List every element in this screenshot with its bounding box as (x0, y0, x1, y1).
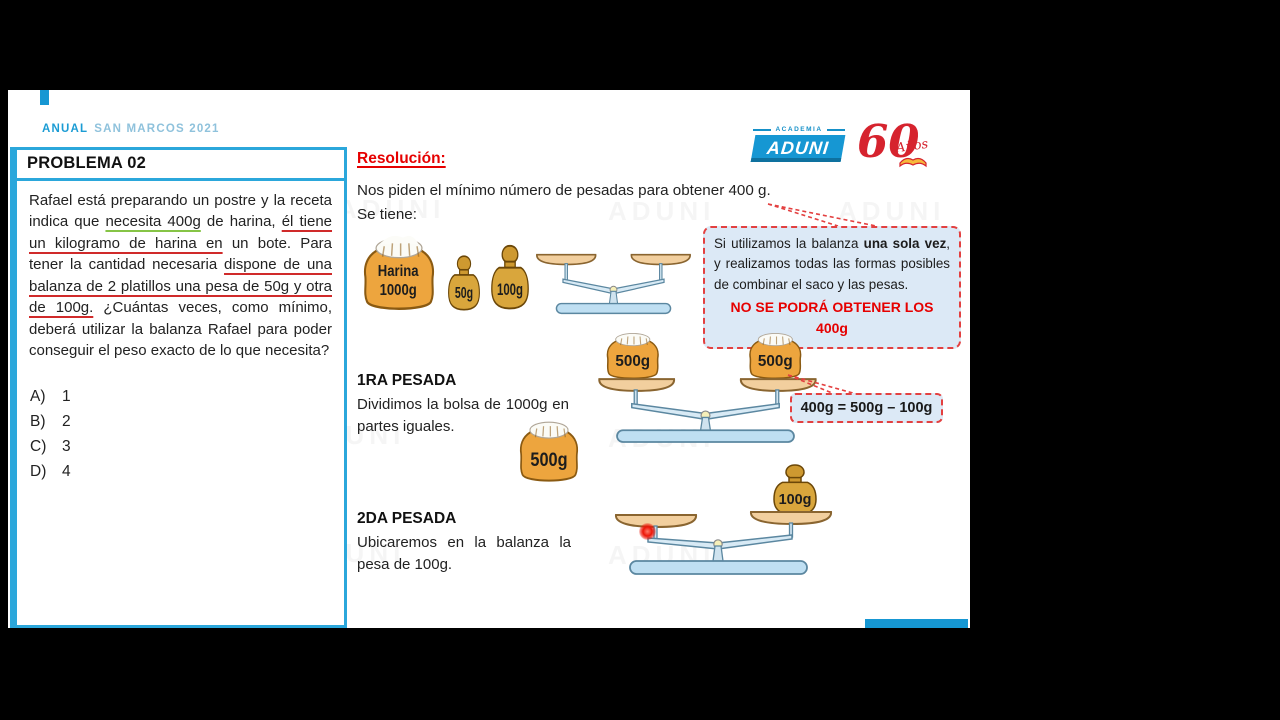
option-a-value: 1 (62, 387, 71, 405)
svg-text:500g: 500g (530, 449, 567, 470)
bottom-blue-bar (865, 619, 968, 628)
option-d: D) 4 (30, 463, 344, 481)
step1-text: Dividimos la bolsa de 1000g en partes ig… (357, 396, 569, 435)
equation-pointer (787, 374, 861, 396)
step2-title: 2DA PESADA (357, 510, 457, 527)
equation-callout: 400g = 500g – 100g (790, 393, 943, 423)
svg-text:500g: 500g (758, 353, 793, 370)
callout-warning: NO SE PODRÁ OBTENER LOS 400g (730, 299, 934, 337)
option-d-letter: D) (30, 462, 47, 480)
se-tiene-label: Se tiene: (357, 206, 417, 223)
aduni-logo-text: ADUNI (765, 138, 831, 158)
option-c: C) 3 (30, 438, 344, 456)
open-book-icon (899, 157, 927, 168)
svg-text:Harina: Harina (378, 263, 419, 280)
anniversary-word: Años (895, 136, 930, 157)
aduni-logo-academia: ACADEMIA (753, 126, 845, 133)
weight-50g: 50g (448, 255, 480, 311)
aduni-watermark: ADUNI (838, 196, 945, 227)
problem-statement: Rafael está preparando un postre y la re… (29, 192, 333, 360)
callout-text: Si utilizamos la balanza una sola vez, y… (714, 236, 950, 292)
option-b-letter: B) (30, 412, 46, 430)
step2-text: Ubicaremos en la balanza la pesa de 100g… (357, 534, 571, 573)
step1-title: 1RA PESADA (357, 372, 457, 389)
callout-no-400g: Si utilizamos la balanza una sola vez, y… (703, 226, 961, 349)
aduni-watermark: ADUNI (338, 194, 445, 225)
balance-scale-empty (536, 253, 691, 315)
weight-100g: 100g (491, 244, 529, 310)
svg-text:100g: 100g (497, 281, 523, 300)
option-a: A) 1 (30, 388, 344, 406)
academia-label: ACADEMIA (775, 126, 823, 133)
solution-intro: Nos piden el mínimo número de pesadas pa… (357, 182, 771, 199)
laser-pointer-dot (639, 523, 656, 540)
flour-bag-1000g: Harina 1000g (363, 235, 435, 310)
option-a-letter: A) (30, 387, 46, 405)
course-header: ANUAL SAN MARCOS 2021 (42, 123, 220, 135)
aduni-watermark: ADUNI (608, 196, 715, 227)
option-c-letter: C) (30, 437, 47, 455)
solution-title: Resolución: (357, 150, 446, 167)
option-b: B) 2 (30, 413, 344, 431)
balance-scale-two-500g-bags: 500g 500g (598, 333, 817, 443)
callout-pointer (767, 203, 877, 227)
option-d-value: 4 (62, 462, 71, 480)
svg-text:100g: 100g (779, 492, 812, 508)
svg-text:500g: 500g (615, 353, 650, 370)
problem-panel: PROBLEMA 02 Rafael está preparando un po… (10, 147, 347, 628)
balance-scale-100g-weight: 100g (615, 464, 832, 575)
svg-text:1000g: 1000g (380, 282, 417, 299)
logo-line-left (753, 128, 772, 131)
option-b-value: 2 (62, 412, 71, 430)
aduni-logo: ADUNI (750, 135, 846, 162)
course-label: ANUAL (42, 123, 89, 135)
option-c-value: 3 (62, 437, 71, 455)
anniversary-number: 60 (857, 115, 920, 168)
svg-text:50g: 50g (455, 284, 473, 302)
problem-title: PROBLEMA 02 (17, 150, 344, 181)
course-name: SAN MARCOS 2021 (94, 123, 220, 135)
slide: ADUNI ADUNI ADUNI ADUNI ADUNI ADUNI ADUN… (8, 90, 970, 628)
flour-bag-500g: 500g (519, 421, 579, 482)
logo-line-right (826, 128, 845, 131)
60-anniversary-logo: 60 Años (857, 118, 945, 172)
answer-options: A) 1 B) 2 C) 3 D) 4 (30, 388, 344, 481)
top-tick-decoration (40, 90, 49, 105)
